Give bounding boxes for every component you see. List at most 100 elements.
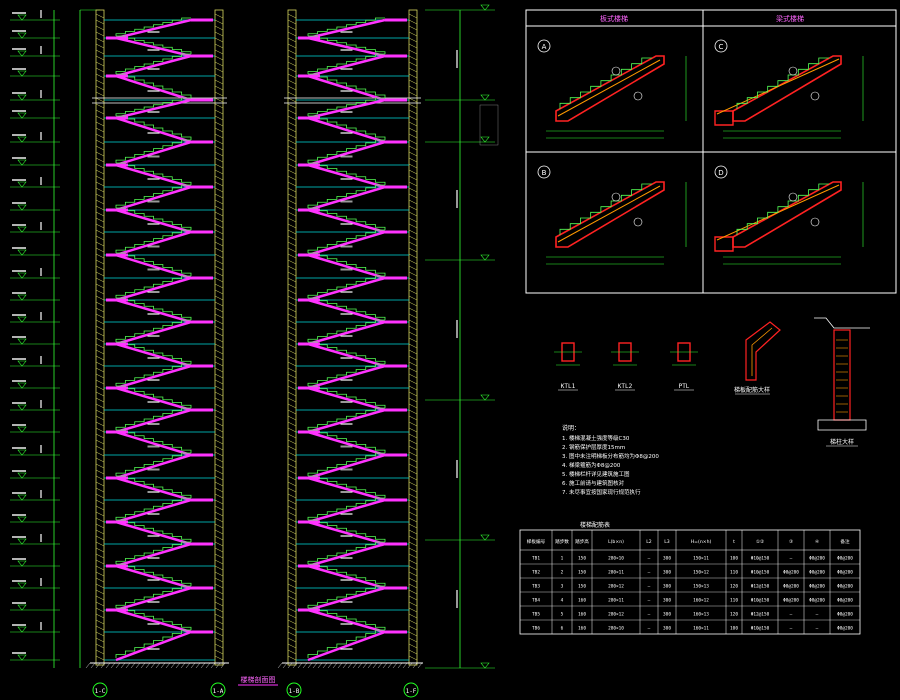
stair-steps: [308, 607, 386, 630]
wall-hatch: [95, 223, 105, 229]
wall-hatch: [287, 403, 297, 409]
landing-slab: [298, 298, 320, 302]
stair-slab: [307, 342, 386, 368]
level-value: [12, 424, 26, 426]
wall-hatch: [214, 631, 224, 637]
wall-hatch: [95, 151, 105, 157]
wall-hatch: [214, 91, 224, 97]
level-triangle: [17, 404, 27, 411]
wall-hatch: [214, 541, 224, 547]
ground-hatch: [210, 662, 216, 669]
landing-slab: [385, 54, 407, 58]
table-cell: 100: [730, 626, 738, 632]
landing-slab: [385, 140, 407, 144]
level-triangle: [480, 94, 490, 101]
dim-mark: [340, 513, 353, 515]
stair-slab: [307, 498, 386, 524]
wall-hatch: [287, 601, 297, 607]
wall-hatch: [95, 19, 105, 25]
table-cell: 150×11: [693, 556, 709, 562]
stair-steps: [116, 429, 192, 453]
wall-hatch: [214, 403, 224, 409]
wall-hatch: [95, 373, 105, 379]
dim-mark: [147, 313, 160, 315]
wall-hatch: [214, 655, 224, 661]
table-cell: 160×13: [693, 612, 709, 618]
table-cell: 160×11: [693, 626, 709, 632]
table-cell: Φ8@200: [783, 598, 799, 604]
wall-hatch: [408, 253, 418, 259]
stair-steps: [308, 297, 386, 320]
rebar-tag: [611, 66, 621, 76]
wall-hatch: [214, 583, 224, 589]
landing-slab: [385, 586, 407, 590]
level-value: [12, 602, 26, 604]
stair-steps: [116, 607, 192, 630]
wall-hatch: [287, 553, 297, 559]
dim-mark: [147, 579, 160, 581]
wall-hatch: [287, 631, 297, 637]
wall-hatch: [214, 151, 224, 157]
dim-mark: [147, 200, 160, 203]
wall-hatch: [95, 79, 105, 85]
dim-mark: [340, 31, 353, 33]
table-cell: 5: [561, 612, 564, 618]
stair-steps: [307, 184, 385, 208]
dim-mark: [340, 445, 353, 448]
wall-hatch: [214, 211, 224, 217]
wall-hatch: [95, 427, 105, 433]
level-triangle: [17, 70, 27, 77]
wall-hatch: [287, 475, 297, 481]
wall-hatch: [95, 241, 105, 247]
stair-steps: [307, 275, 385, 298]
level-triangle: [17, 14, 27, 21]
stair-steps: [307, 139, 385, 163]
wall-hatch: [95, 403, 105, 409]
wall-hatch: [95, 649, 105, 655]
level-triangle: [17, 32, 27, 39]
wall-hatch: [408, 55, 418, 61]
level-triangle: [17, 50, 27, 57]
notes-title: 说明：: [562, 424, 580, 432]
wall-hatch: [408, 613, 418, 619]
wall-hatch: [214, 595, 224, 601]
stair-detail-panels: 板式楼梯 梁式楼梯 A C B D: [525, 9, 897, 294]
level-triangle: [17, 604, 27, 611]
stair-steps: [307, 319, 385, 342]
stair-slab: [307, 320, 386, 346]
wall-hatch: [408, 97, 418, 103]
wall-hatch: [408, 541, 418, 547]
landing-slab: [106, 386, 128, 390]
detail-header-right: 梁式楼梯: [776, 14, 804, 23]
stair-slab: [307, 564, 386, 590]
table-cell: Φ8@200: [837, 626, 853, 632]
wall-hatch: [214, 487, 224, 493]
note-line: 4. 梯梁箍筋为Φ8@200: [562, 461, 621, 469]
landing-slab: [191, 320, 213, 324]
wall-hatch: [408, 163, 418, 169]
dim-mark: [340, 245, 353, 248]
wall-hatch: [408, 385, 418, 391]
wall-hatch: [408, 181, 418, 187]
wall-hatch: [95, 271, 105, 277]
wall-hatch: [408, 337, 418, 343]
stair-slab: [307, 36, 386, 58]
wall-hatch: [408, 571, 418, 577]
wall-hatch: [95, 493, 105, 499]
table-cell: Φ8@200: [809, 556, 825, 562]
wall-hatch: [95, 133, 105, 139]
level-value: [12, 92, 26, 94]
table-cell: 120: [730, 612, 738, 618]
wall-hatch: [408, 205, 418, 211]
wall-hatch: [408, 289, 418, 295]
stair-steps: [116, 519, 192, 542]
wall-hatch: [408, 475, 418, 481]
stair-slab: [115, 364, 192, 390]
rebar-tag: [810, 91, 820, 101]
wall-hatch: [408, 277, 418, 283]
landing-slab: [106, 116, 128, 120]
wall-hatch: [214, 253, 224, 259]
wall-hatch: [214, 265, 224, 271]
level-notes: [479, 104, 499, 146]
